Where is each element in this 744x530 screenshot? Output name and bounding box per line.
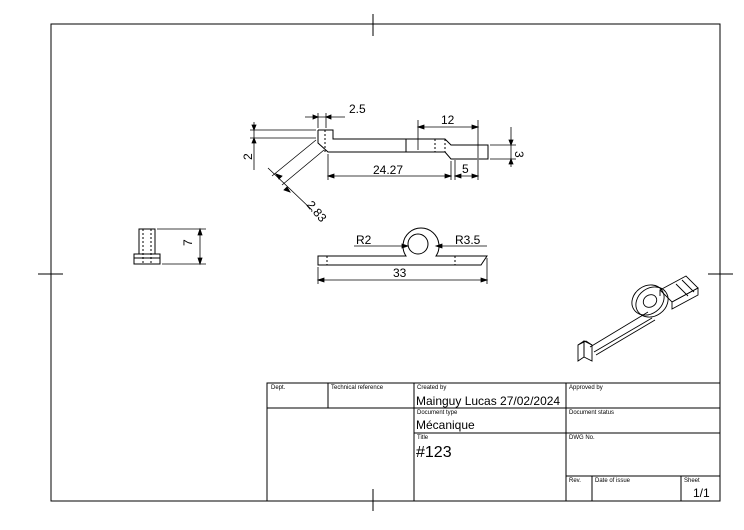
dim-5-label: 5 bbox=[462, 162, 469, 176]
title-label: Title bbox=[417, 435, 429, 441]
dim-12-label: 12 bbox=[441, 113, 455, 127]
dim-7-label: 7 bbox=[181, 239, 195, 246]
top-view bbox=[317, 129, 489, 160]
approved-by-label: Approved by bbox=[569, 385, 603, 391]
doc-type-value: Mécanique bbox=[416, 418, 475, 432]
date-issue-label: Date of issue bbox=[595, 478, 631, 484]
dim-2-5-label: 2.5 bbox=[349, 102, 366, 116]
dim-12 bbox=[416, 120, 480, 158]
side-view bbox=[133, 228, 161, 265]
title-value: #123 bbox=[416, 444, 452, 461]
rev-label: Rev. bbox=[569, 478, 581, 484]
title-block bbox=[266, 382, 721, 502]
dim-7 bbox=[157, 227, 206, 266]
dim-r3-5-label: R3.5 bbox=[455, 233, 481, 247]
created-by-label: Created by bbox=[417, 385, 447, 391]
dwg-label: DWG No. bbox=[569, 435, 595, 441]
doc-type-label: Document type bbox=[417, 410, 458, 416]
isometric-view bbox=[577, 275, 699, 362]
dim-2 bbox=[250, 122, 316, 170]
dim-2-5 bbox=[305, 113, 345, 128]
dim-24-27-label: 24.27 bbox=[373, 163, 403, 177]
dim-24-27 bbox=[326, 154, 453, 180]
sheet-label: Sheet bbox=[684, 478, 700, 484]
dim-2-label: 2 bbox=[241, 153, 255, 160]
dim-r2 bbox=[354, 243, 410, 249]
tech-ref-label: Technical reference bbox=[331, 385, 384, 391]
dim-5 bbox=[453, 160, 480, 180]
dim-r3-5 bbox=[434, 243, 487, 249]
dim-33-label: 33 bbox=[393, 266, 407, 280]
created-by-value: Mainguy Lucas 27/02/2024 bbox=[416, 394, 561, 408]
dim-3-label: 3 bbox=[512, 151, 526, 158]
dim-2-83-label: 2.83 bbox=[304, 198, 330, 225]
dim-3 bbox=[490, 127, 516, 167]
dim-2-83 bbox=[267, 139, 325, 211]
sheet-value: 1/1 bbox=[693, 486, 710, 500]
dim-r2-label: R2 bbox=[356, 233, 372, 247]
dim-33 bbox=[316, 258, 489, 284]
dept-label: Dept. bbox=[271, 385, 286, 391]
doc-status-label: Document status bbox=[569, 410, 615, 416]
